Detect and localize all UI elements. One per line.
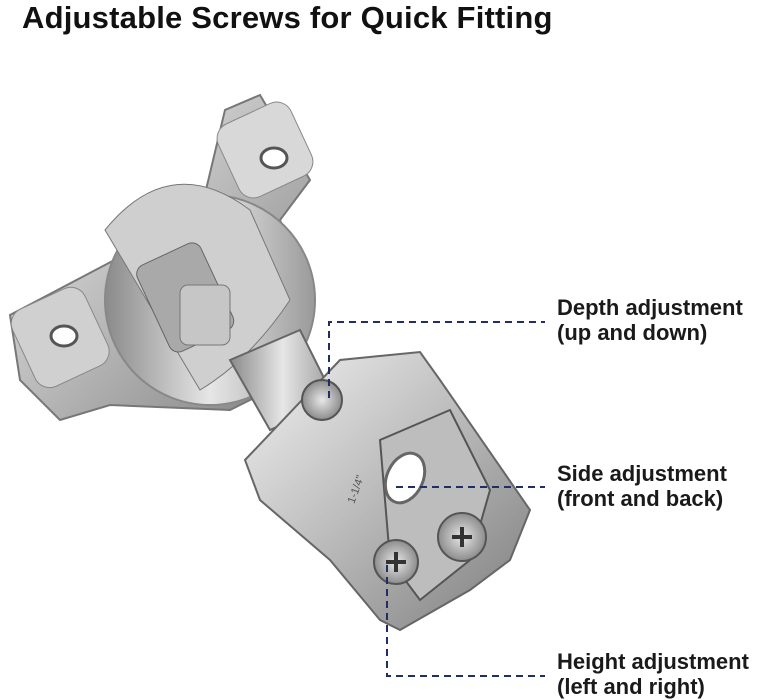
height-adjustment-label: Height adjustment (left and right) [557,649,749,699]
height-label-detail: (left and right) [557,674,705,699]
height-callout-line [386,565,545,677]
depth-label-title: Depth adjustment [557,295,743,320]
depth-callout-line [328,321,545,398]
screw-hole-left [49,324,79,348]
hinge-cup: 1-1/4" [243,350,532,632]
depth-screw-icon [301,379,343,421]
height-label-title: Height adjustment [557,649,749,674]
side-adjustment-label: Side adjustment (front and back) [557,461,727,511]
screw-hole-top [259,146,289,170]
side-label-detail: (front and back) [557,486,724,511]
page-title: Adjustable Screws for Quick Fitting [22,0,553,35]
side-label-title: Side adjustment [557,461,727,486]
depth-adjustment-label: Depth adjustment (up and down) [557,295,743,345]
depth-label-detail: (up and down) [557,320,708,345]
hinge-mounting-plate [8,93,317,422]
